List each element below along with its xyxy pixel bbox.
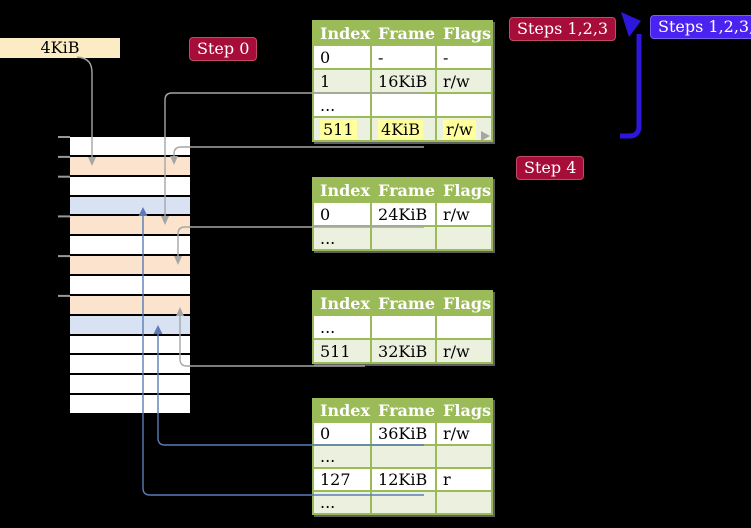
table-row: ...	[311, 444, 494, 469]
column-header: Flags	[435, 20, 494, 46]
table-cell: 127	[311, 467, 373, 492]
table-cell: -	[370, 44, 438, 70]
memory-frame-row	[70, 395, 190, 416]
arrow-table1-row511-to-frame	[173, 146, 424, 156]
table-cell	[370, 490, 438, 515]
table-cell	[370, 444, 438, 469]
table-cell: 32KiB	[370, 338, 438, 364]
memory-frame-row	[70, 236, 190, 257]
table-row: ...	[311, 490, 494, 515]
column-header: Flags	[435, 398, 494, 423]
table-cell	[435, 490, 494, 515]
highlighted-value: 511	[320, 119, 357, 139]
table-cell: 4KiB	[370, 116, 438, 142]
table-cell: ...	[311, 225, 373, 251]
column-header: Frame	[370, 20, 438, 46]
table-cell: 24KiB	[370, 201, 438, 227]
table-row: ...	[311, 314, 494, 340]
column-header: Index	[311, 398, 373, 423]
column-header: Flags	[435, 290, 494, 316]
table-cell: r/w	[435, 116, 494, 142]
memory-frame-row	[70, 216, 190, 237]
memory-frame-row	[70, 335, 190, 356]
table-row: 511 4KiB r/w	[311, 116, 494, 142]
table-cell: r/w	[435, 421, 494, 446]
memory-frame-row	[70, 375, 190, 396]
table-cell: 12KiB	[370, 467, 438, 492]
frame-size-label: 4KiB	[0, 38, 120, 58]
table-cell	[435, 444, 494, 469]
table-row: ...	[311, 225, 494, 251]
column-header: Index	[311, 177, 373, 203]
table-cell: 36KiB	[370, 421, 438, 446]
table-cell: ...	[311, 490, 373, 515]
table-cell: r/w	[435, 68, 494, 94]
table-cell: 1	[311, 68, 373, 94]
table-cell: 511	[311, 338, 373, 364]
table-cell: 16KiB	[370, 68, 438, 94]
table-cell: -	[435, 44, 494, 70]
column-header: Frame	[370, 177, 438, 203]
column-header: Frame	[370, 398, 438, 423]
column-header: Index	[311, 20, 373, 46]
big-blue-loop-arrow	[620, 12, 642, 139]
physical-memory-stack	[70, 137, 190, 416]
memory-frame-row	[70, 295, 190, 316]
table-cell: r/w	[435, 201, 494, 227]
column-header: Flags	[435, 177, 494, 203]
step0-badge: Step 0	[189, 37, 258, 61]
steps123-badge: Steps 1,2,3	[509, 17, 617, 41]
highlighted-value: r/w	[443, 119, 476, 139]
table-row: 0--	[311, 44, 494, 70]
table-row: ...	[311, 92, 494, 118]
table-cell	[370, 314, 438, 340]
table-cell: 0	[311, 201, 373, 227]
table-cell	[370, 92, 438, 118]
memory-frame-row	[70, 276, 190, 296]
memory-frame-row	[70, 315, 190, 336]
memory-frame-row	[70, 176, 190, 197]
table-cell: ...	[311, 92, 373, 118]
step4-badge: Step 4	[516, 156, 585, 180]
column-header: Index	[311, 290, 373, 316]
table-cell	[435, 92, 494, 118]
steps1234-badge: Steps 1,2,3,4	[650, 15, 751, 39]
table-cell: 0	[311, 421, 373, 446]
table-cell: 511	[311, 116, 373, 142]
table-cell: r/w	[435, 338, 494, 364]
memory-frame-row	[70, 196, 190, 217]
arrowhead-up-left-icon	[621, 12, 641, 37]
column-header: Frame	[370, 290, 438, 316]
table-cell	[435, 314, 494, 340]
table-cell: r	[435, 467, 494, 492]
memory-tick-marks	[58, 136, 70, 297]
memory-frame-row	[70, 156, 190, 177]
table-cell: 0	[311, 44, 373, 70]
highlighted-value: 4KiB	[378, 119, 424, 139]
memory-frame-row	[70, 137, 190, 157]
table-cell	[435, 225, 494, 251]
table-cell	[370, 225, 438, 251]
memory-frame-row	[70, 355, 190, 376]
memory-frame-row	[70, 256, 190, 277]
table-cell: ...	[311, 444, 373, 469]
table-cell: ...	[311, 314, 373, 340]
